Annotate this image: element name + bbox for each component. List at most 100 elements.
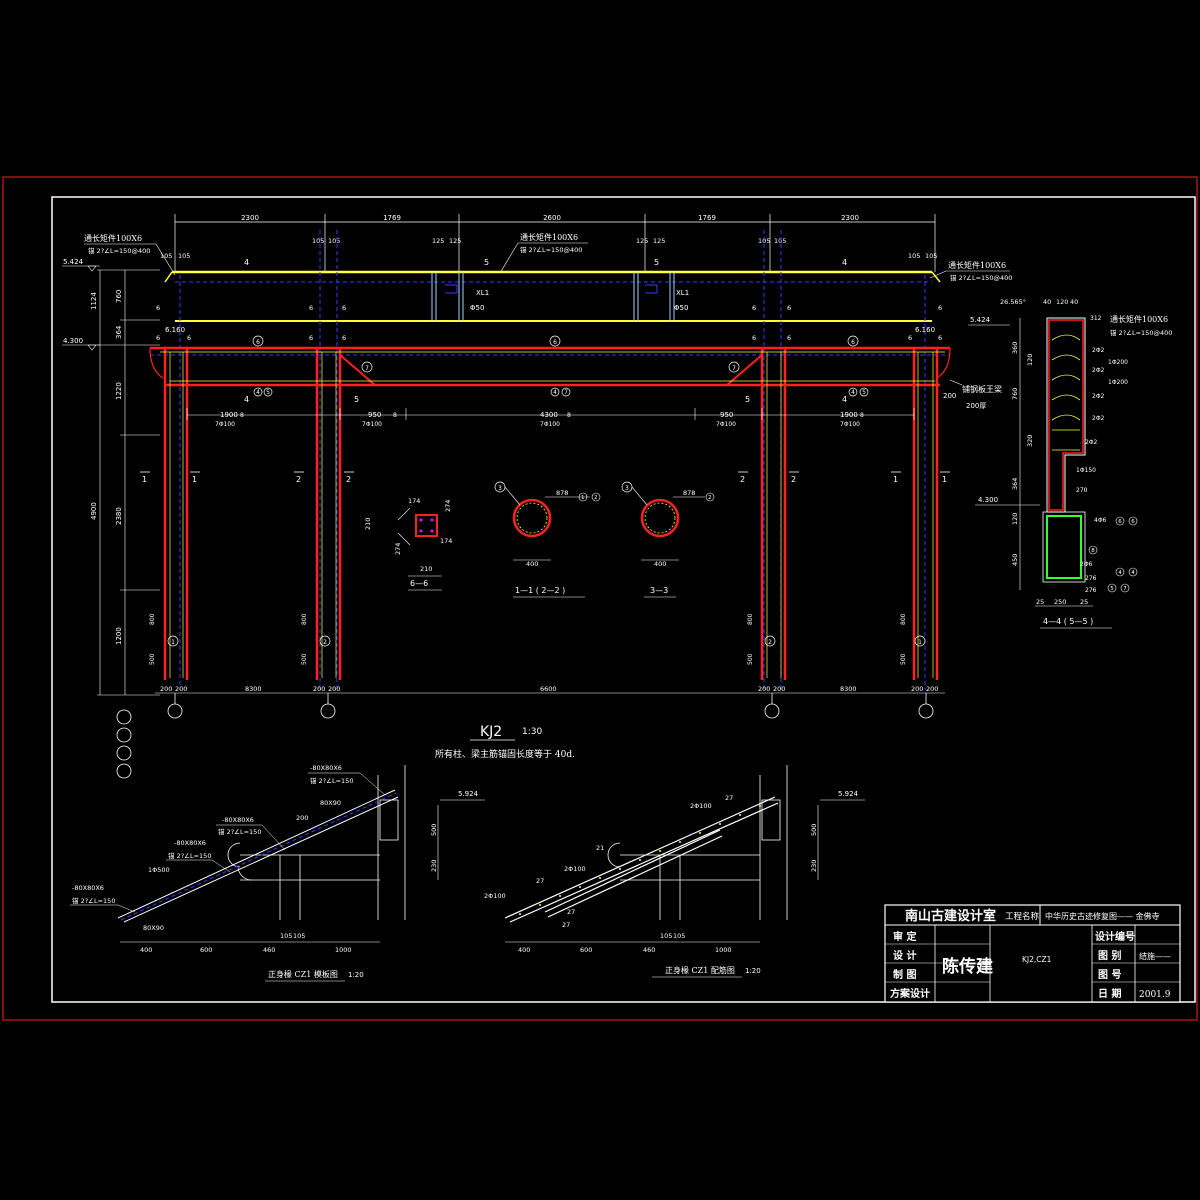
- s11-rebar: 878: [556, 489, 568, 497]
- top-dim-2: 1769: [383, 214, 401, 222]
- svg-text:6: 6: [309, 334, 313, 342]
- sub-dim-12: 105: [925, 252, 937, 260]
- svg-text:120: 120: [1011, 513, 1019, 525]
- s44-top-dim-1: 40: [1043, 298, 1051, 306]
- svg-text:27: 27: [536, 877, 544, 885]
- svg-text:8: 8: [567, 412, 571, 419]
- svg-text:27: 27: [562, 921, 570, 929]
- svg-text:174: 174: [408, 497, 420, 505]
- sub-dim-4: 105: [328, 237, 340, 245]
- svg-text:274: 274: [394, 543, 402, 555]
- svg-text:6: 6: [156, 304, 160, 312]
- under-dim-2: 950: [368, 411, 381, 419]
- svg-text:5: 5: [266, 389, 270, 396]
- s44-tag-5: 4: [1131, 570, 1135, 576]
- s44-top-dim-3: 40: [1070, 298, 1078, 306]
- svg-text:450: 450: [1011, 554, 1019, 566]
- cz1-rebar-drawing: 2Φ100 27 21 2Φ100 27 2Φ100 27 27 5.924 5…: [484, 765, 865, 978]
- cz1-rebar-caption: 正身椽 CZ1 配筋图: [665, 965, 735, 975]
- s11-tag-2: 2: [594, 495, 598, 501]
- svg-text:6.160: 6.160: [915, 326, 935, 334]
- sub-dim-7: 125: [636, 237, 648, 245]
- svg-text:500: 500: [810, 824, 818, 836]
- svg-text:4: 4: [851, 389, 855, 396]
- sub-dim-6: 125: [449, 237, 461, 245]
- svg-text:800: 800: [149, 613, 156, 625]
- svg-text:6: 6: [309, 304, 313, 312]
- titleblock-right-label-1: 设计编号: [1095, 930, 1135, 943]
- svg-text:27: 27: [567, 908, 575, 916]
- svg-text:6: 6: [938, 334, 942, 342]
- s44-brace-label: 通长矩件100X6: [1110, 314, 1168, 324]
- sub-dim-3: 105: [312, 237, 324, 245]
- svg-text:200: 200: [773, 685, 785, 693]
- svg-text:8300: 8300: [245, 685, 262, 693]
- titleblock-right-label-3: 图 号: [1098, 969, 1121, 981]
- svg-text:460: 460: [643, 946, 655, 954]
- svg-text:4: 4: [256, 389, 260, 396]
- left-dim-1200: 1200: [115, 627, 123, 645]
- kj2-frame: 2300 1769 2600 1769 2300 105 105 105 105…: [62, 214, 1012, 779]
- titleblock-signature: 陈传建: [942, 956, 993, 977]
- under-dim-4: 950: [720, 411, 733, 419]
- svg-text:4: 4: [244, 395, 249, 404]
- svg-text:8300: 8300: [840, 685, 857, 693]
- svg-text:1Φ200: 1Φ200: [1108, 359, 1128, 366]
- svg-text:105: 105: [660, 932, 672, 940]
- s44-label: 4—4 ( 5—5 ): [1043, 617, 1093, 626]
- svg-text:7: 7: [365, 365, 369, 372]
- svg-text:-80X80X6: -80X80X6: [222, 816, 254, 824]
- svg-text:760: 760: [1011, 388, 1019, 400]
- top-dim-1: 2300: [241, 214, 259, 222]
- brace-note-left: 锚 2?∠L=150@400: [88, 246, 150, 255]
- svg-text:400: 400: [140, 946, 152, 954]
- cz1-rebar-scale: 1:20: [745, 967, 761, 975]
- col-circ-3: 2: [768, 639, 772, 646]
- s44-bottom-dim-3: 25: [1080, 598, 1088, 606]
- svg-text:2Φ2: 2Φ2: [1092, 347, 1105, 354]
- titleblock-row-4: 方案设计: [890, 987, 930, 1000]
- svg-text:8: 8: [393, 412, 397, 419]
- s44-tag-6: 5: [1110, 586, 1114, 592]
- svg-text:200: 200: [911, 685, 923, 693]
- svg-text:2Φ2: 2Φ2: [1085, 439, 1098, 446]
- s44-elev-top: 5.424: [970, 316, 991, 324]
- s33-label: 3—3: [650, 586, 668, 595]
- col-circ-4: 1: [918, 639, 922, 646]
- svg-text:6: 6: [787, 304, 791, 312]
- s44-tag-2: 6: [1131, 519, 1135, 525]
- brace-note-right: 锚 2?∠L=150@400: [950, 273, 1012, 282]
- section-4-4: 26.565° 40 120 40 5.424 4.300 通长矩件100X6 …: [968, 298, 1172, 629]
- svg-text:4Φ6: 4Φ6: [1094, 517, 1107, 524]
- svg-text:364: 364: [1011, 478, 1019, 490]
- svg-text:1Φ200: 1Φ200: [1108, 379, 1128, 386]
- svg-text:1: 1: [942, 475, 947, 484]
- svg-text:6: 6: [908, 334, 912, 342]
- svg-text:1: 1: [192, 475, 197, 484]
- s33-tag-2: 2: [708, 495, 712, 501]
- col-circ-2: 2: [323, 639, 327, 646]
- svg-text:2: 2: [740, 475, 745, 484]
- elev-mid-left: 4.300: [63, 337, 83, 345]
- svg-text:2Φ2: 2Φ2: [1092, 367, 1105, 374]
- svg-text:105: 105: [293, 932, 305, 940]
- titleblock-project-label: 工程名称: [1005, 911, 1040, 922]
- svg-text:6: 6: [752, 334, 756, 342]
- svg-text:2Φ100: 2Φ100: [690, 802, 712, 810]
- title-block: 南山古建设计室 工程名称 中华历史古迹修复图—— 金佛寺 审 定 设 计 制 图…: [884, 904, 1181, 1003]
- svg-text:6: 6: [851, 339, 855, 346]
- svg-text:2Φ2: 2Φ2: [1092, 415, 1105, 422]
- svg-text:200: 200: [328, 685, 340, 693]
- svg-text:7: 7: [732, 365, 736, 372]
- beam-label-3: 5: [654, 258, 659, 267]
- sub-dim-8: 125: [653, 237, 665, 245]
- left-dim-1124: 1124: [90, 292, 98, 310]
- titleblock-company: 南山古建设计室: [905, 908, 996, 924]
- svg-text:200: 200: [313, 685, 325, 693]
- titleblock-right-label-2: 图 别: [1098, 949, 1121, 962]
- s44-tag-1: 6: [1118, 519, 1122, 525]
- right-200: 200: [943, 392, 956, 400]
- svg-text:312: 312: [1090, 315, 1102, 322]
- inner-border: [51, 196, 1196, 1003]
- svg-text:500: 500: [900, 653, 907, 665]
